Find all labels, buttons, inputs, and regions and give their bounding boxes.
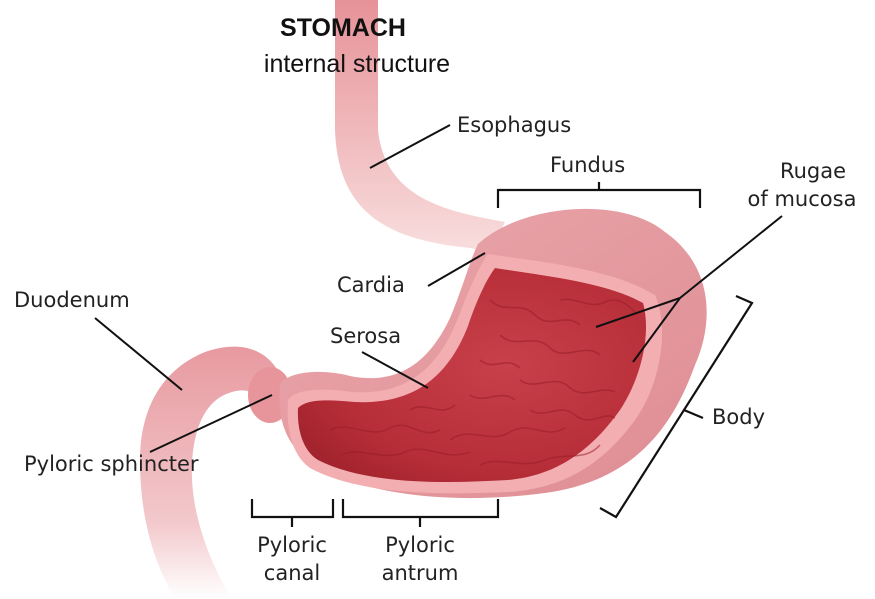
diagram-subtitle: internal structure (264, 50, 450, 78)
label-pyloric-antrum-line2: antrum (382, 561, 459, 585)
label-pyloric-canal-line1: Pyloric (257, 533, 327, 557)
bracket-pyloric-antrum (343, 499, 498, 527)
label-duodenum: Duodenum (14, 288, 130, 312)
label-rugae-line1: Rugae (780, 159, 846, 183)
bracket-pyloric-canal (252, 499, 333, 527)
label-esophagus: Esophagus (457, 113, 571, 137)
bracket-fundus (498, 182, 700, 208)
leader-rugae-1 (680, 216, 782, 298)
label-rugae-line2: of mucosa (748, 187, 857, 211)
label-fundus: Fundus (550, 153, 625, 177)
leader-duodenum (95, 318, 182, 390)
label-pyloric-antrum-line1: Pyloric (385, 533, 455, 557)
label-cardia: Cardia (337, 273, 405, 297)
diagram-title: STOMACH (280, 14, 406, 42)
label-pyloric-canal-line2: canal (264, 561, 320, 585)
label-pyloric-sphincter: Pyloric sphincter (24, 452, 199, 476)
label-body: Body (712, 405, 765, 429)
label-serosa: Serosa (330, 324, 401, 348)
leader-esophagus (370, 125, 450, 168)
